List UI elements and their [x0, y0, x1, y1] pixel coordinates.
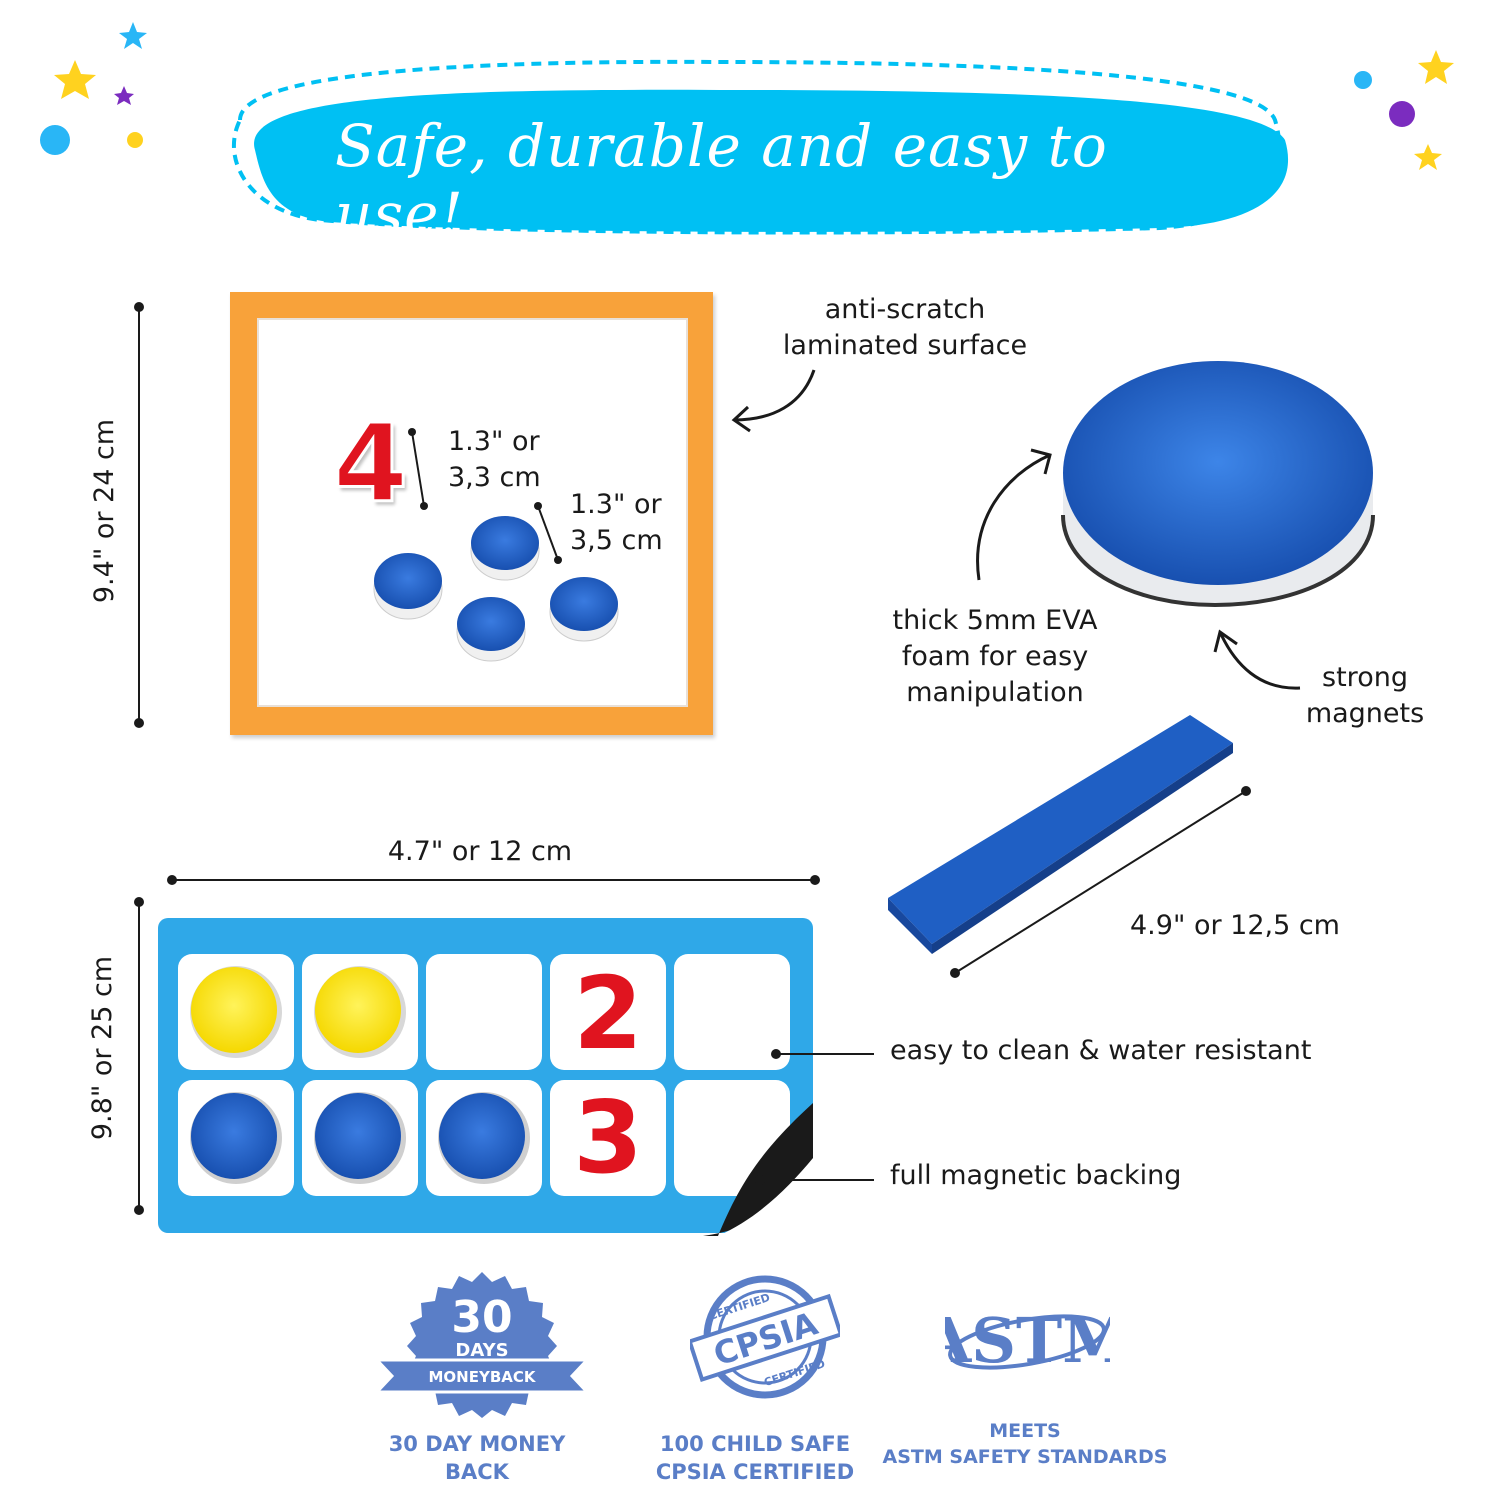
magnet-label-line2: magnets	[1305, 698, 1425, 729]
cpsia-badge-icon: CPSIA CERTIFIED CERTIFIED	[690, 1275, 840, 1399]
clean-label: easy to clean & water resistant	[890, 1035, 1312, 1066]
digit-size-label: 1.3" or 3,3 cm	[448, 424, 588, 496]
board-height-label: 9.4" or 24 cm	[89, 418, 120, 604]
blue-counter	[191, 1093, 277, 1179]
star-icon	[119, 22, 147, 49]
ten-frame-width-label: 4.7" or 12 cm	[387, 836, 573, 867]
counter-magnet	[456, 597, 526, 662]
counter-magnet	[470, 516, 540, 581]
ten-frame-number-2: 2	[573, 955, 643, 1072]
magnet-arrow-icon	[1213, 629, 1301, 690]
badge-30-number: 30	[451, 1292, 512, 1343]
surface-arrow-icon	[731, 369, 816, 433]
foam-strip	[888, 715, 1251, 978]
foam-label-line2: foam for easy	[901, 641, 1089, 672]
blue-counter	[439, 1093, 525, 1179]
astm-badge-icon: ASTM	[945, 1304, 1110, 1377]
banner-title: Safe, durable and easy to use!	[335, 112, 1108, 248]
counter-magnet	[549, 577, 619, 642]
moneyback-caption-line2: BACK	[445, 1460, 509, 1484]
surface-label-line1: anti-scratch	[824, 294, 986, 325]
surface-label-line2: laminated surface	[782, 330, 1028, 361]
ten-frame-cell	[426, 954, 542, 1070]
surface-label: anti-scratch laminated surface	[760, 292, 1050, 364]
banner-shape	[231, 59, 1289, 235]
star-icon	[1418, 50, 1454, 84]
counter-size-label: 1.3" or 3,5 cm	[570, 487, 710, 559]
blue-counter	[315, 1093, 401, 1179]
ten-frame-cell	[550, 1080, 666, 1196]
confetti-decoration	[40, 22, 1454, 170]
cpsia-caption-line1: 100 CHILD SAFE	[659, 1432, 851, 1456]
backing-label: full magnetic backing	[890, 1160, 1182, 1191]
dot-icon	[1354, 71, 1372, 89]
astm-caption: MEETS ASTM SAFETY STANDARDS	[880, 1418, 1170, 1470]
dot-icon	[40, 125, 70, 155]
clean-callout-line	[771, 1049, 874, 1059]
magnet-label-line1: strong	[1322, 662, 1408, 693]
foam-label: thick 5mm EVA foam for easy manipulation	[850, 603, 1140, 711]
moneyback-badge-icon: 30 DAYS MONEYBACK	[373, 1272, 591, 1418]
counter-size-line1: 1.3" or	[570, 489, 662, 520]
star-icon	[1414, 144, 1442, 170]
strip-length-label: 4.9" or 12,5 cm	[1130, 910, 1340, 941]
badge-30-days: DAYS	[455, 1340, 508, 1361]
ten-frame-board	[158, 918, 813, 1236]
foam-label-line1: thick 5mm EVA	[892, 605, 1098, 636]
ten-frame-height-dimension	[134, 897, 144, 1215]
ten-frame-number-3: 3	[573, 1079, 643, 1196]
yellow-counter	[315, 967, 401, 1053]
ten-frame-cell	[674, 954, 790, 1070]
dot-icon	[1389, 101, 1415, 127]
cpsia-caption: 100 CHILD SAFE CPSIA CERTIFIED	[640, 1430, 870, 1486]
counter-size-line2: 3,5 cm	[570, 525, 663, 556]
moneyback-caption-line1: 30 DAY MONEY	[388, 1432, 566, 1456]
counter-magnet	[373, 553, 443, 620]
foam-label-line3: manipulation	[906, 677, 1084, 708]
star-icon	[114, 86, 134, 105]
ten-frame-height-label: 9.8" or 25 cm	[87, 955, 118, 1141]
astm-caption-line2: ASTM SAFETY STANDARDS	[882, 1446, 1168, 1468]
digit-size-line2: 3,3 cm	[448, 462, 541, 493]
badge-30-ribbon: MONEYBACK	[428, 1368, 536, 1386]
digit-magnet-4: 4	[332, 402, 410, 527]
cpsia-caption-line2: CPSIA CERTIFIED	[655, 1460, 855, 1484]
foam-arrow-icon	[976, 448, 1052, 581]
board-measure-lines	[408, 428, 562, 564]
backing-callout-line	[755, 1175, 874, 1185]
magnet-label: strong magnets	[1290, 660, 1440, 732]
digit-size-line1: 1.3" or	[448, 426, 540, 457]
ten-frame-cell	[550, 954, 666, 1070]
astm-text: ASTM	[945, 1304, 1110, 1377]
dot-icon	[127, 132, 143, 148]
yellow-counter	[191, 967, 277, 1053]
astm-caption-line1: MEETS	[989, 1420, 1061, 1442]
star-icon	[54, 60, 96, 99]
moneyback-caption: 30 DAY MONEY BACK	[357, 1430, 597, 1486]
large-counter-magnet	[1061, 361, 1375, 608]
board-counters	[373, 516, 619, 662]
ten-frame-width-dimension	[167, 875, 820, 885]
board-height-dimension	[134, 302, 144, 728]
